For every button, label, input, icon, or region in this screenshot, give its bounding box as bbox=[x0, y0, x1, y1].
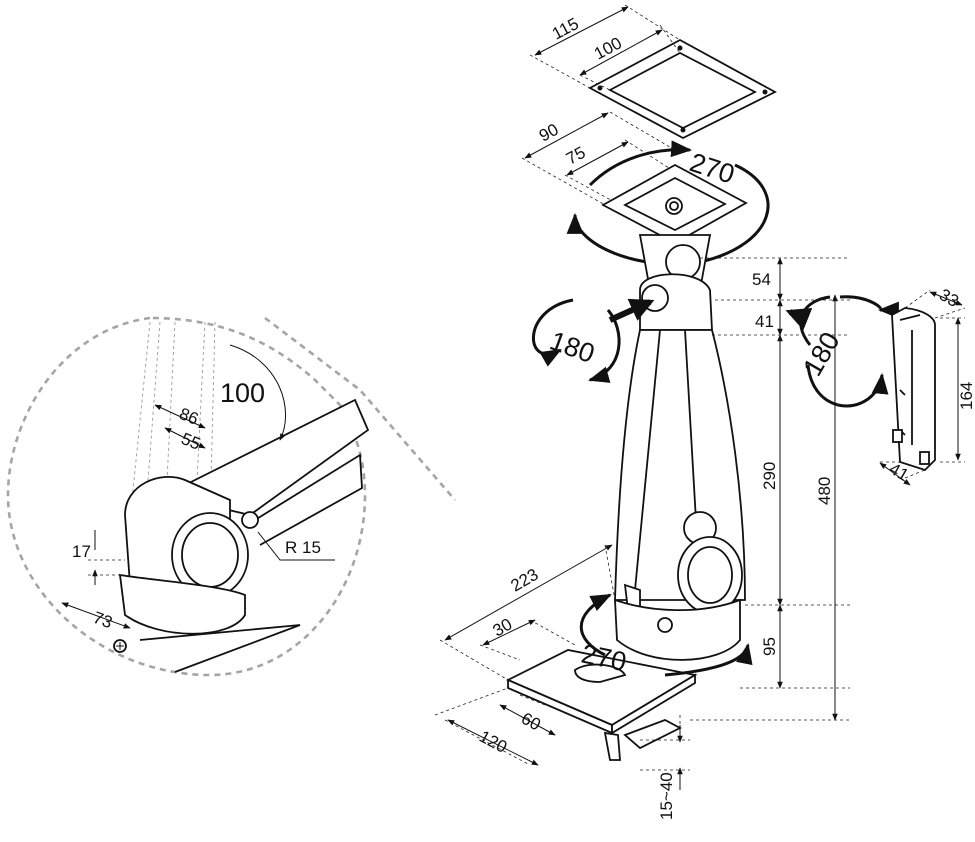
height-95-label: 95 bbox=[760, 637, 779, 656]
height-41-label: 41 bbox=[755, 312, 774, 331]
detail-angle-label: 100 bbox=[220, 378, 265, 408]
plate-outer-label: 115 bbox=[549, 14, 582, 44]
tilt-left-label: 180 bbox=[546, 325, 599, 369]
base-slot-label: 60 bbox=[518, 709, 544, 735]
detail-radius-label: R 15 bbox=[285, 538, 321, 557]
bracket-height-label: 164 bbox=[957, 382, 975, 410]
height-480-label: 480 bbox=[815, 477, 834, 505]
detail-circle bbox=[6, 316, 367, 677]
cable-bracket: 33 164 41 bbox=[879, 285, 975, 486]
monitor-arm: 115 100 90 75 270 bbox=[434, 4, 899, 820]
detail-17-label: 17 bbox=[72, 542, 91, 561]
base-depth-label: 120 bbox=[476, 727, 510, 757]
detail-86-label: 86 bbox=[177, 404, 202, 429]
detail-view: 100 86 55 17 73 R 15 bbox=[6, 316, 456, 677]
base-offset-label: 30 bbox=[490, 615, 516, 641]
base-disk bbox=[614, 598, 741, 661]
mount-outer-label: 90 bbox=[536, 120, 562, 146]
detail-73-label: 73 bbox=[91, 608, 115, 632]
clamp-range-label: 15~40 bbox=[657, 772, 676, 820]
bracket-width-label: 33 bbox=[936, 285, 962, 311]
mount-inner-label: 75 bbox=[563, 143, 589, 169]
plate-inner-label: 100 bbox=[591, 33, 625, 63]
height-290-label: 290 bbox=[760, 462, 779, 490]
height-54-label: 54 bbox=[752, 270, 771, 289]
base-width-label: 223 bbox=[508, 565, 542, 596]
